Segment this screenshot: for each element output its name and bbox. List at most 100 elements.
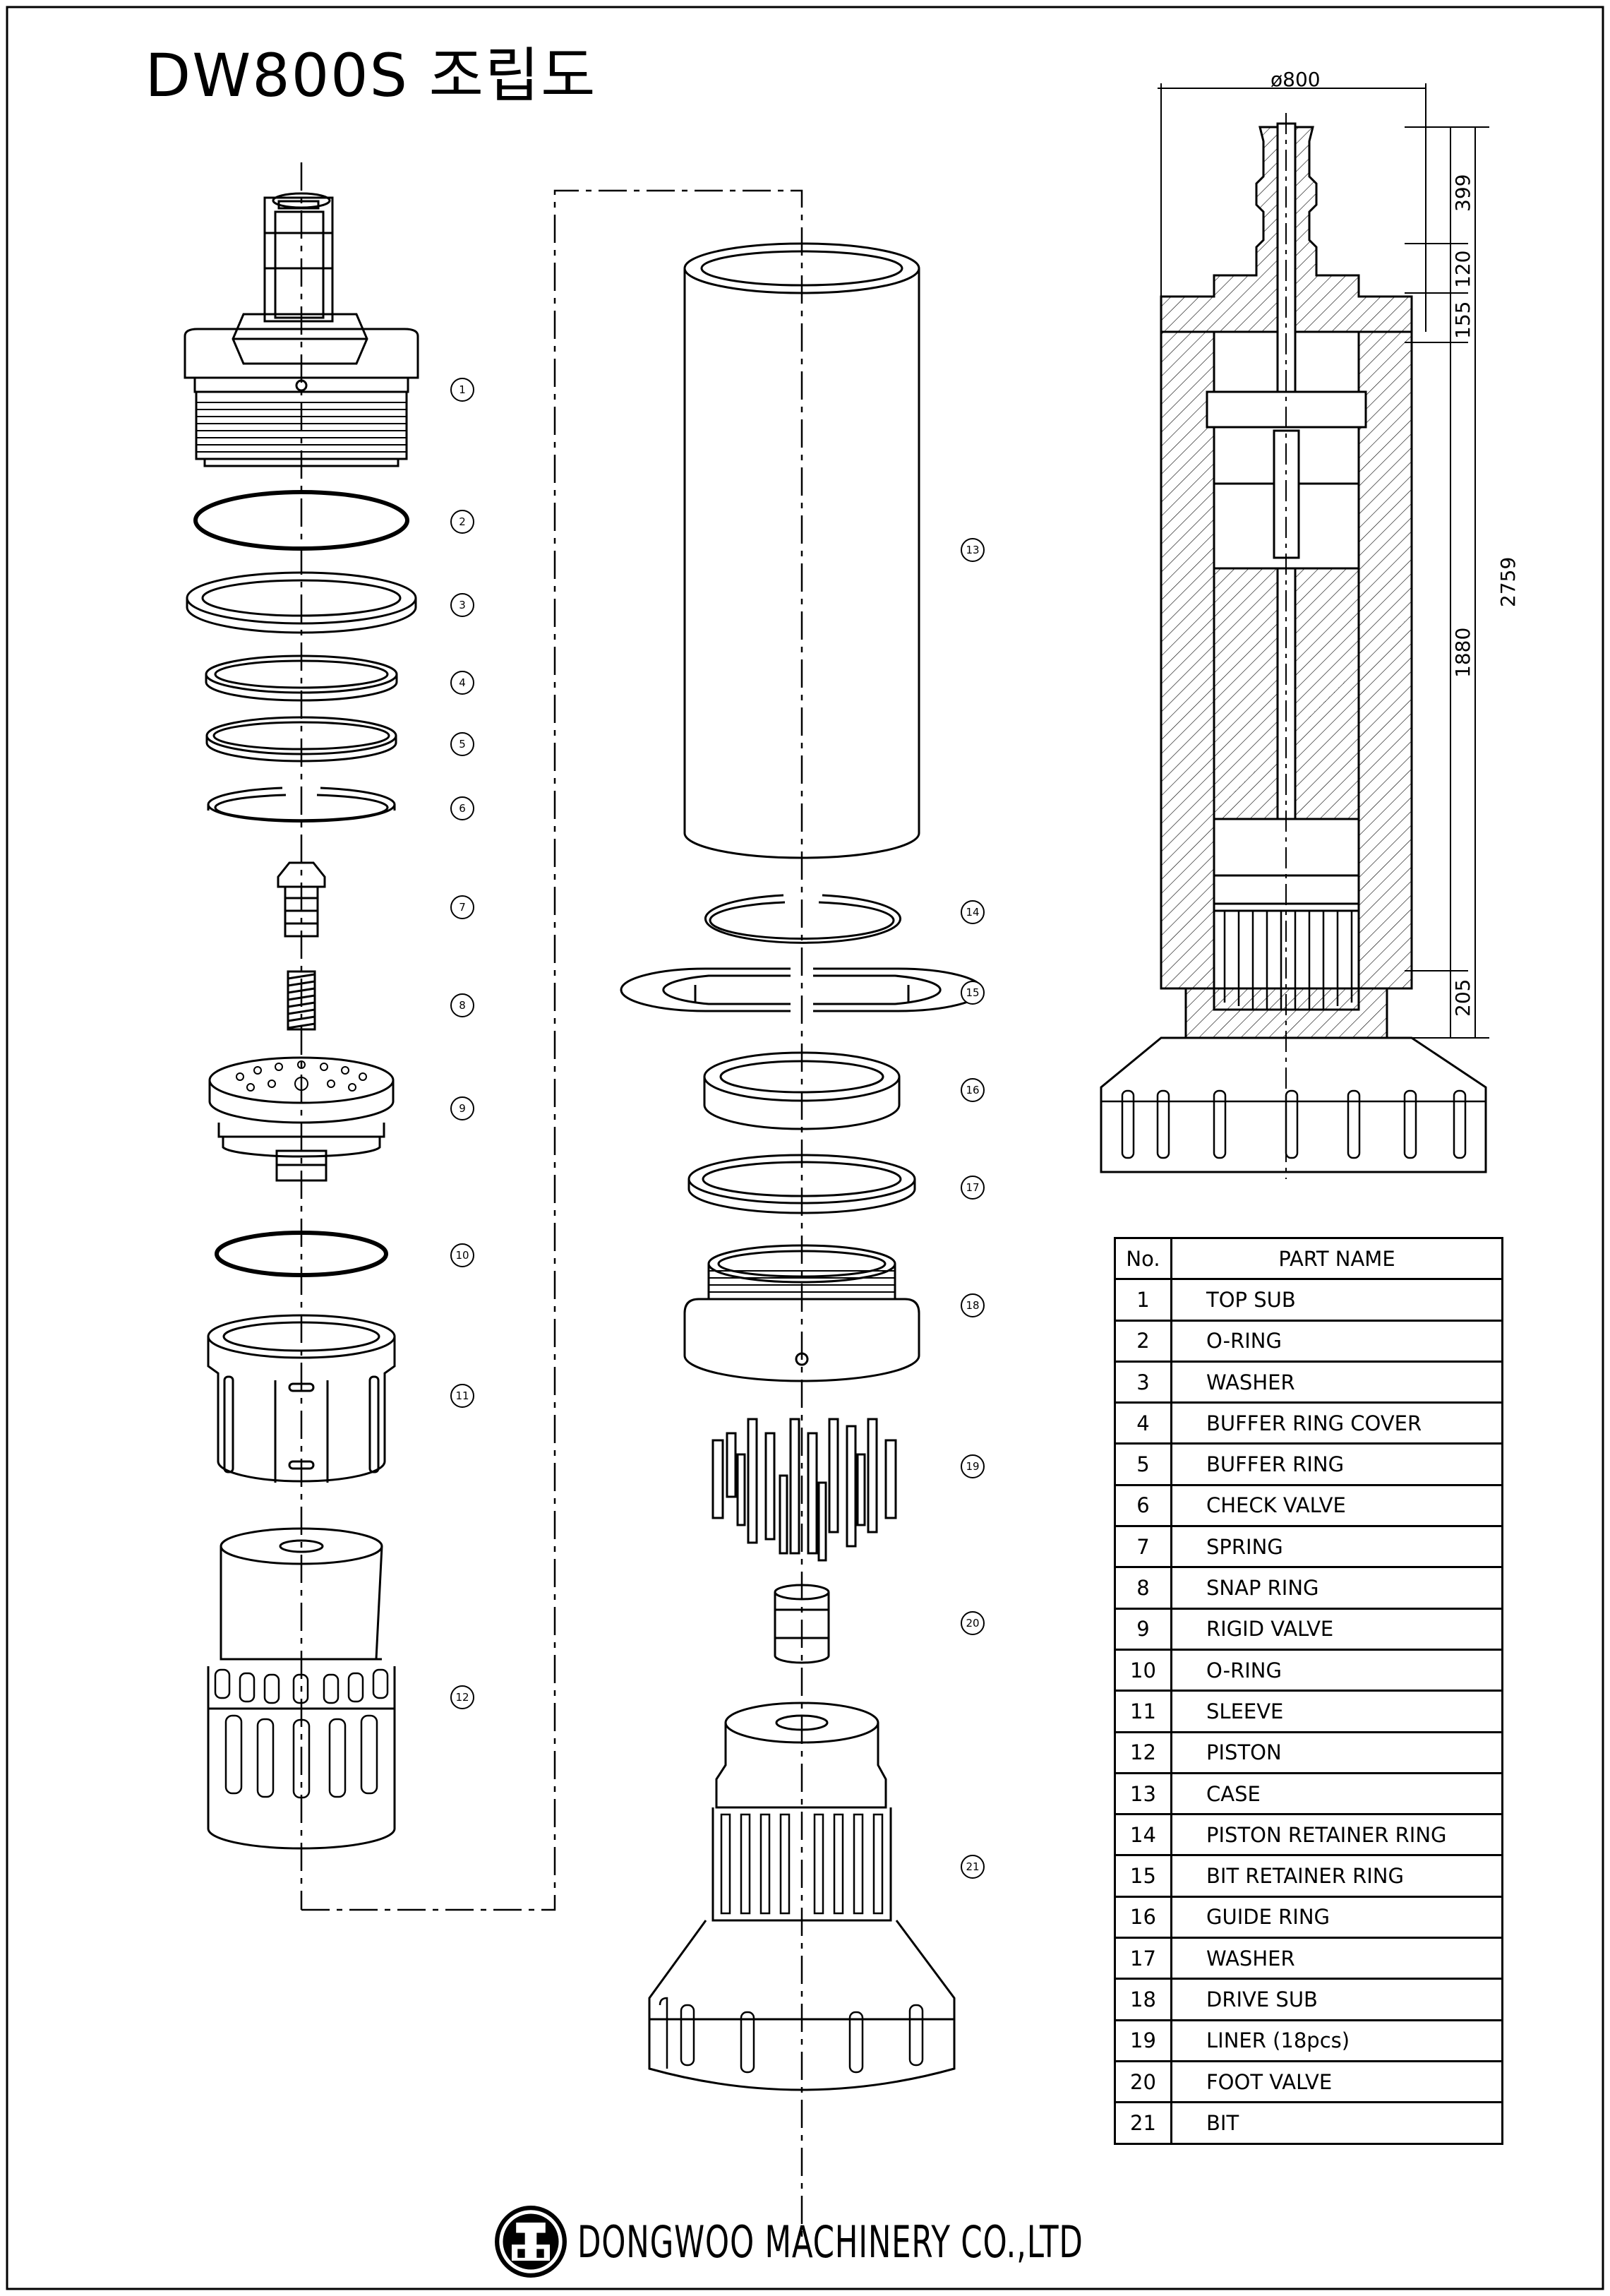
drawing-title: DW800S 조립도 [145,41,597,110]
callout-10: 10 [450,1243,474,1267]
dim-205: 205 [1451,979,1474,1017]
callout-5: 5 [450,732,474,756]
part-o-ring-10 [215,1231,388,1277]
callout-11: 11 [450,1384,474,1408]
part-no: 13 [1114,1771,1172,1816]
part-no: 12 [1114,1730,1172,1774]
part-name: DRIVE SUB [1170,1978,1503,2021]
part-no: 8 [1114,1566,1172,1610]
part-no: 16 [1114,1895,1172,1939]
part-name: BUFFER RING [1170,1442,1503,1486]
callout-7: 7 [450,895,474,919]
callout-12: 12 [450,1685,474,1709]
dim-2759: 2759 [1496,556,1520,607]
part-name: GUIDE RING [1170,1895,1503,1939]
part-name: BIT [1170,2101,1503,2145]
company-logo-icon [495,2206,567,2278]
callout-3: 3 [450,593,474,617]
dim-120: 120 [1451,250,1474,288]
part-o-ring-2 [193,490,409,551]
part-piston-retainer-ring [704,894,901,944]
part-check-valve [207,787,396,823]
part-liner [711,1418,897,1562]
part-name: WASHER [1170,1360,1503,1404]
sheet-border [6,6,1604,2290]
part-no: 19 [1114,2019,1172,2062]
table-header-part-name: PART NAME [1170,1236,1503,1281]
part-buffer-ring [205,716,397,763]
dimension-lines [1158,83,1489,1039]
left-exploded-column [184,162,803,2238]
part-washer-17 [687,1154,916,1214]
part-guide-ring [703,1051,901,1130]
callout-13: 13 [961,538,985,562]
part-name: SNAP RING [1170,1566,1503,1610]
callout-17: 17 [961,1176,985,1200]
callout-6: 6 [450,796,474,820]
part-name: FOOT VALVE [1170,2059,1503,2104]
part-rigid-valve [208,1056,395,1182]
part-name: SPRING [1170,1525,1503,1569]
company-name: DONGWOO MACHINERY CO.,LTD [577,2216,1083,2268]
table-header-no: No. [1114,1236,1172,1281]
callout-20: 20 [961,1611,985,1635]
part-no: 20 [1114,2059,1172,2104]
part-no: 21 [1114,2101,1172,2145]
company-footer: DONGWOO MACHINERY CO.,LTD [494,2203,1226,2280]
part-no: 17 [1114,1937,1172,1980]
part-name: PISTON RETAINER RING [1170,1813,1503,1857]
part-name: CASE [1170,1771,1503,1816]
part-name: PISTON [1170,1730,1503,1774]
part-no: 6 [1114,1483,1172,1528]
callout-18: 18 [961,1293,985,1317]
part-buffer-ring-cover [205,654,398,702]
part-drive-sub [683,1244,920,1382]
callout-4: 4 [450,671,474,695]
part-name: BIT RETAINER RING [1170,1854,1503,1898]
callout-16: 16 [961,1078,985,1102]
callout-14: 14 [961,900,985,924]
part-name: LINER (18pcs) [1170,2019,1503,2062]
part-foot-valve [774,1584,830,1664]
part-name: BUFFER RING COVER [1170,1401,1503,1445]
callout-1: 1 [450,378,474,402]
part-no: 7 [1114,1525,1172,1569]
part-name: RIGID VALVE [1170,1607,1503,1651]
part-no: 3 [1114,1360,1172,1404]
part-no: 18 [1114,1978,1172,2021]
table-header-row: No. PART NAME [1114,1236,1503,1281]
part-name: O-RING [1170,1648,1503,1692]
part-washer-3 [186,571,417,634]
part-no: 9 [1114,1607,1172,1651]
callout-19: 19 [961,1454,985,1478]
part-name: SLEEVE [1170,1690,1503,1733]
dim-1880: 1880 [1451,627,1474,678]
part-name: CHECK VALVE [1170,1483,1503,1528]
part-no: 14 [1114,1813,1172,1857]
section-view [1100,113,1487,1179]
part-top-sub [184,192,419,467]
part-sleeve [207,1314,396,1483]
dim-399: 399 [1451,174,1474,212]
callout-15: 15 [961,981,985,1005]
